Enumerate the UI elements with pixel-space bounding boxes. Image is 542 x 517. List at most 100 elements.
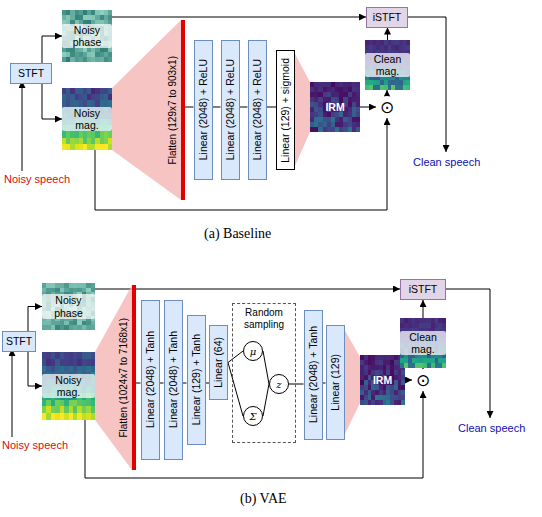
image-cell [331,122,336,128]
image-cell [60,400,65,407]
image-cell [404,323,408,329]
node-text: Random sampling [233,307,295,330]
image-cell [431,323,435,329]
image-cell [86,325,91,330]
image-cell [323,92,328,98]
output-label: Clean speech [458,422,525,434]
image-cell [73,283,78,288]
image-cell [343,117,348,123]
image-cell [431,358,435,364]
image-cell [343,127,348,132]
image-cell [66,10,71,16]
connector [289,384,304,385]
image-cell [394,385,398,391]
image-cell [371,400,375,405]
image-cell [339,92,344,98]
image-cell [77,366,82,373]
image-cell [73,359,78,366]
image-cell [348,122,353,128]
image-cell [394,370,398,376]
image-cell [364,395,368,401]
variable-circle: z [269,374,289,394]
image-cell [343,87,348,93]
image-cell [373,85,377,90]
node-text: Linear (2048) + ReLU [197,59,209,160]
image-cell [371,390,375,396]
image-cell [91,144,96,150]
image-cell [384,85,388,90]
image-cell [73,352,78,359]
image-cell [66,94,71,101]
image-cell [390,360,394,366]
image-cell [310,112,315,118]
image-cell [318,122,323,128]
image-cell [42,400,47,407]
image-cell [404,358,408,364]
image-cell [64,325,69,330]
image-cell [62,10,67,16]
image-cell [376,80,380,86]
output-layer-box: Linear (129) + sigmoid [276,50,295,170]
image-cell [318,82,323,88]
node-text: iSTFT [373,11,402,23]
expand-wedge [294,52,310,168]
image-cell [335,122,340,128]
image-cell [55,406,60,413]
connector [405,380,412,381]
image-cell [390,365,394,371]
image-cell [55,359,60,366]
image-cell [64,352,69,359]
image-cell [368,365,372,371]
image-cell [388,45,392,51]
image-cell [82,352,87,359]
node-text: Noisy phase [62,24,112,48]
image-cell [318,107,323,113]
node-text: Linear (64) [212,337,224,388]
image-cell [42,288,47,293]
image-cell [91,352,95,359]
layer-box: Linear (2048) + Tanh [164,300,183,460]
image-cell [412,358,416,364]
image-cell [348,117,353,123]
node-text: iSTFT [409,283,438,295]
image-cell [401,390,405,396]
image-cell [64,359,69,366]
image-cell [51,321,56,326]
image-cell [104,131,109,138]
image-cell [104,138,109,145]
image-cell [388,40,392,46]
image-cell [384,80,388,86]
image-cell [375,355,379,361]
image-cell [394,380,398,386]
flatten-block: Flatten (1024x7 to 7168x1) [95,285,136,470]
image-cell [323,82,328,88]
node-text: Linear (129) [329,354,341,411]
image-cell [352,127,357,132]
image-cell [77,321,82,326]
connector [228,351,243,363]
image-cell [408,323,412,329]
image-cell [75,15,80,21]
image-cell [318,102,323,108]
image-cell [356,117,360,123]
image-cell [401,375,405,381]
image-cell [379,400,383,405]
image-cell [310,107,315,113]
layer-box: Linear (2048) + Tanh [141,300,160,460]
image-cell [108,88,112,95]
image-cell [415,363,419,368]
image-cell [352,112,357,118]
flatten-wedge [95,285,136,470]
image-cell [360,385,364,391]
layer-box: Linear (64) [209,325,228,400]
image-cell [371,355,375,361]
image-cell [383,355,387,361]
image-cell [104,88,109,95]
image-cell [79,94,84,101]
image-cell [400,318,404,324]
image-cell [62,144,67,150]
image-cell [395,45,399,51]
image-cell [386,365,390,371]
image-cell [69,413,74,420]
image-cell [75,57,80,62]
